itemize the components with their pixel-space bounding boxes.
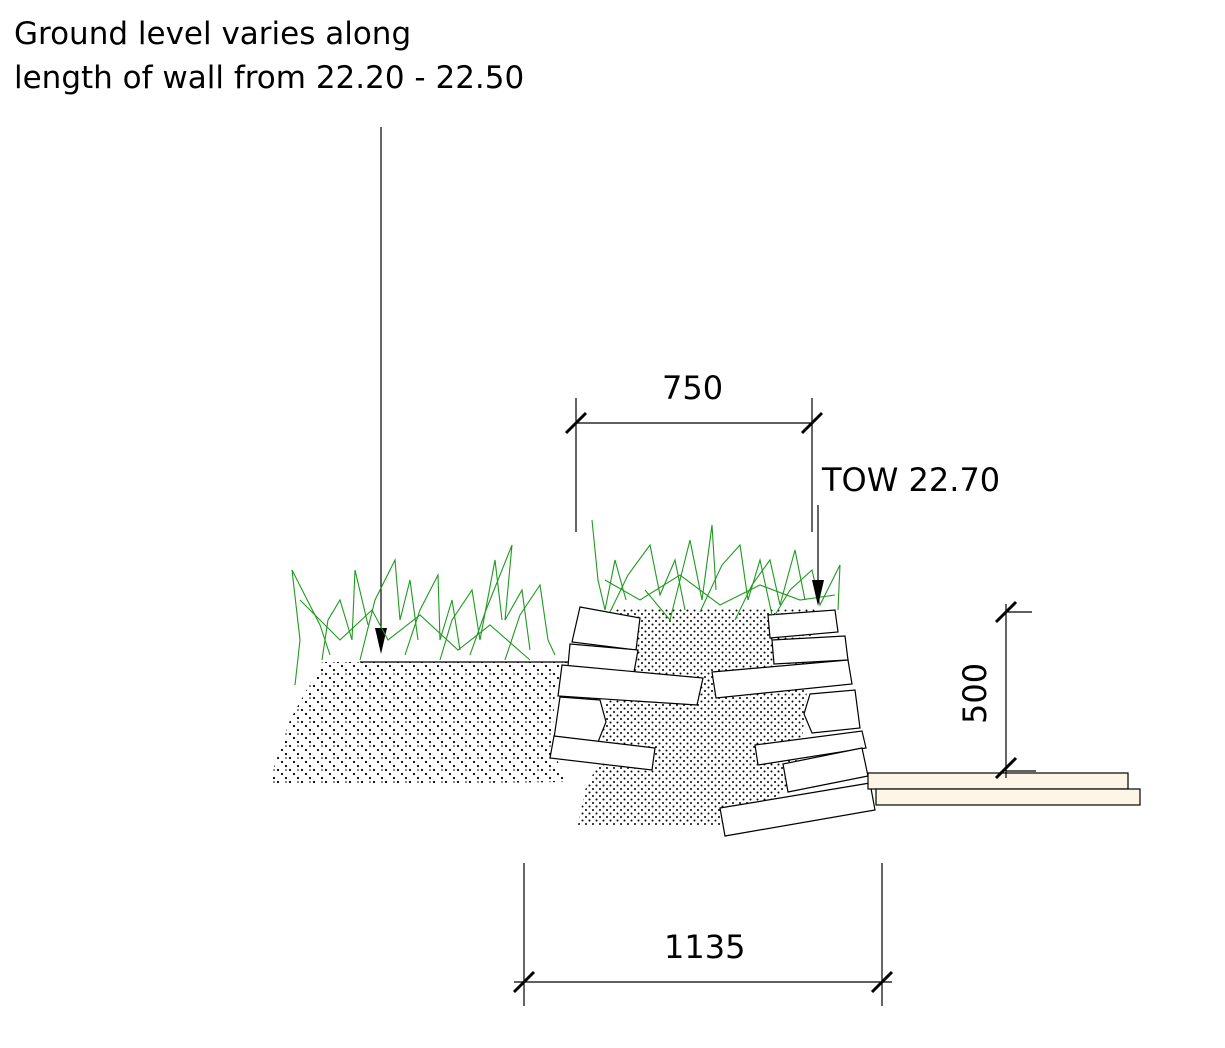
ground-level-leader bbox=[375, 127, 387, 654]
dimension-top-width bbox=[564, 398, 824, 532]
wall-stones-right bbox=[711, 609, 876, 837]
wall-stones-left bbox=[549, 606, 704, 771]
retained-soil bbox=[268, 662, 568, 785]
top-of-wall-label: TOW 22.70 bbox=[822, 461, 1001, 499]
top-width-label: 750 bbox=[662, 369, 724, 407]
grass-planting bbox=[291, 519, 841, 686]
top-of-wall-leader bbox=[812, 505, 824, 606]
ground-level-note-line1: Ground level varies along bbox=[14, 16, 412, 52]
wall-core-fill bbox=[578, 608, 820, 826]
dimension-height bbox=[994, 600, 1036, 780]
paving-slabs bbox=[867, 772, 1141, 806]
ground-level-note-line2: length of wall from 22.20 - 22.50 bbox=[14, 60, 525, 96]
height-label: 500 bbox=[956, 662, 994, 724]
base-width-label: 1135 bbox=[664, 928, 746, 966]
dimension-base-width bbox=[512, 863, 894, 1006]
